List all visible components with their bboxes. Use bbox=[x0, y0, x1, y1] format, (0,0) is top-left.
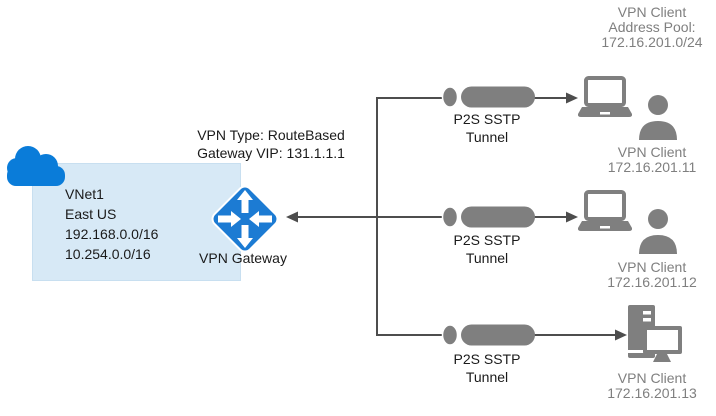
client-label-1: VPN Client 172.16.201.11 bbox=[607, 144, 697, 175]
tunnel-label-2: P2S SSTP Tunnel bbox=[453, 232, 521, 266]
vnet-address-space-1: 192.168.0.0/16 bbox=[65, 226, 159, 242]
vnet-address-space-2: 10.254.0.0/16 bbox=[65, 246, 151, 262]
arrowhead-to-client2 bbox=[566, 211, 578, 223]
vnet-region: East US bbox=[65, 206, 117, 222]
vpn-gateway-label: VPN Gateway bbox=[199, 250, 287, 266]
vnet-name: VNet1 bbox=[65, 186, 104, 202]
client-label-2: VPN Client 172.16.201.12 bbox=[607, 259, 697, 290]
vnet-box: VNet1 East US 192.168.0.0/16 10.254.0.0/… bbox=[32, 163, 241, 281]
azure-cloud-icon bbox=[7, 146, 65, 186]
vnet-text: VNet1 East US 192.168.0.0/16 10.254.0.0/… bbox=[65, 184, 158, 264]
arrowhead-to-gateway bbox=[286, 211, 298, 223]
vpn-client-address-pool-label: VPN Client Address Pool: 172.16.201.0/24 bbox=[587, 5, 716, 50]
pool-label-line2: Address Pool: bbox=[608, 19, 696, 35]
tunnel-label-3: P2S SSTP Tunnel bbox=[453, 351, 521, 385]
tunnel-label-1: P2S SSTP Tunnel bbox=[453, 111, 521, 145]
tunnel-pipe-icon bbox=[441, 323, 535, 347]
tunnel-pipe-icon bbox=[441, 205, 535, 229]
arrowhead-to-client1 bbox=[566, 92, 578, 104]
user-icon bbox=[639, 95, 677, 140]
vpn-gateway-icon bbox=[211, 185, 279, 253]
user-icon bbox=[639, 209, 677, 254]
gateway-info-label: VPN Type: RouteBased Gateway VIP: 131.1.… bbox=[196, 126, 346, 162]
desktop-pc-icon bbox=[628, 305, 682, 362]
arrowhead-to-client3 bbox=[615, 329, 627, 341]
gateway-vip: Gateway VIP: 131.1.1.1 bbox=[197, 145, 345, 161]
tunnel-pipe-icon bbox=[441, 85, 535, 109]
laptop-icon bbox=[577, 190, 633, 231]
pool-label-line1: VPN Client bbox=[617, 4, 687, 20]
gateway-type: VPN Type: RouteBased bbox=[197, 127, 345, 143]
client-label-3: VPN Client 172.16.201.13 bbox=[607, 370, 697, 401]
pool-label-line3: 172.16.201.0/24 bbox=[601, 34, 703, 50]
laptop-icon bbox=[577, 76, 633, 117]
